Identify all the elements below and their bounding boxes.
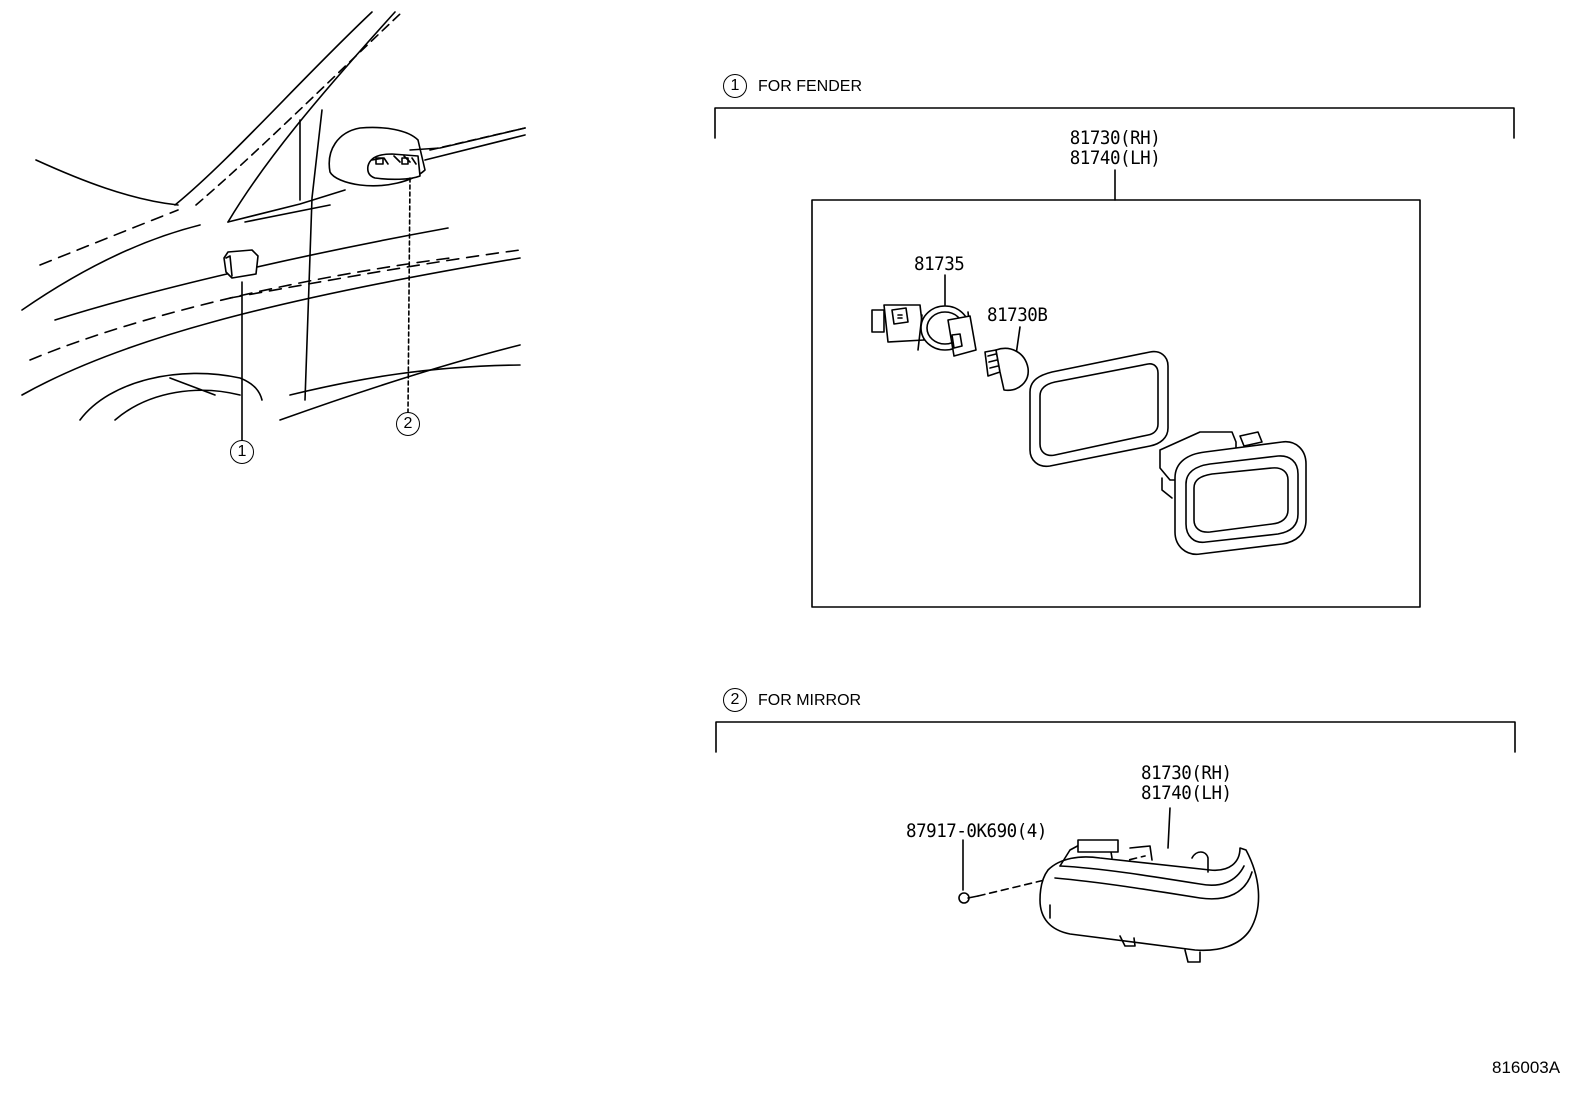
socket-part-label: 81735	[914, 253, 965, 275]
fender-lamp-body	[1159, 431, 1307, 556]
mirror-turn-lamp-small	[366, 153, 421, 181]
mirror-section-marker: 2	[723, 688, 747, 712]
lamp-gasket	[1029, 350, 1169, 468]
fender-assembly-rh-label: 81730(RH)	[1069, 127, 1161, 149]
figure-code: 816003A	[1492, 1058, 1561, 1077]
fender-section-title: FOR FENDER	[758, 78, 862, 95]
callout-1-marker: 1	[230, 440, 254, 464]
fender-assembly-lh-label: 81740(LH)	[1069, 147, 1161, 169]
fender-section-marker: 1	[723, 74, 747, 98]
vehicle-outline	[21, 11, 526, 421]
callout-leaders	[241, 177, 411, 441]
fender-section-bracket	[714, 107, 1515, 608]
bulb-part-label: 81730B	[987, 304, 1048, 326]
mirror-assembly-lh-label: 81740(LH)	[1141, 782, 1232, 804]
bulb-socket	[871, 274, 977, 357]
screw-part-label: 87917-0K690(4)	[906, 820, 1047, 842]
bulb	[984, 326, 1029, 392]
mirror-section-bracket	[715, 721, 1516, 753]
mirror-lamp-assembly	[958, 807, 1260, 963]
callout-2-marker: 2	[396, 412, 420, 436]
mirror-section-title: FOR MIRROR	[758, 692, 862, 709]
fender-side-lamp-small	[223, 249, 259, 279]
mirror-assembly-rh-label: 81730(RH)	[1141, 762, 1232, 784]
mirror-housing	[328, 126, 526, 187]
